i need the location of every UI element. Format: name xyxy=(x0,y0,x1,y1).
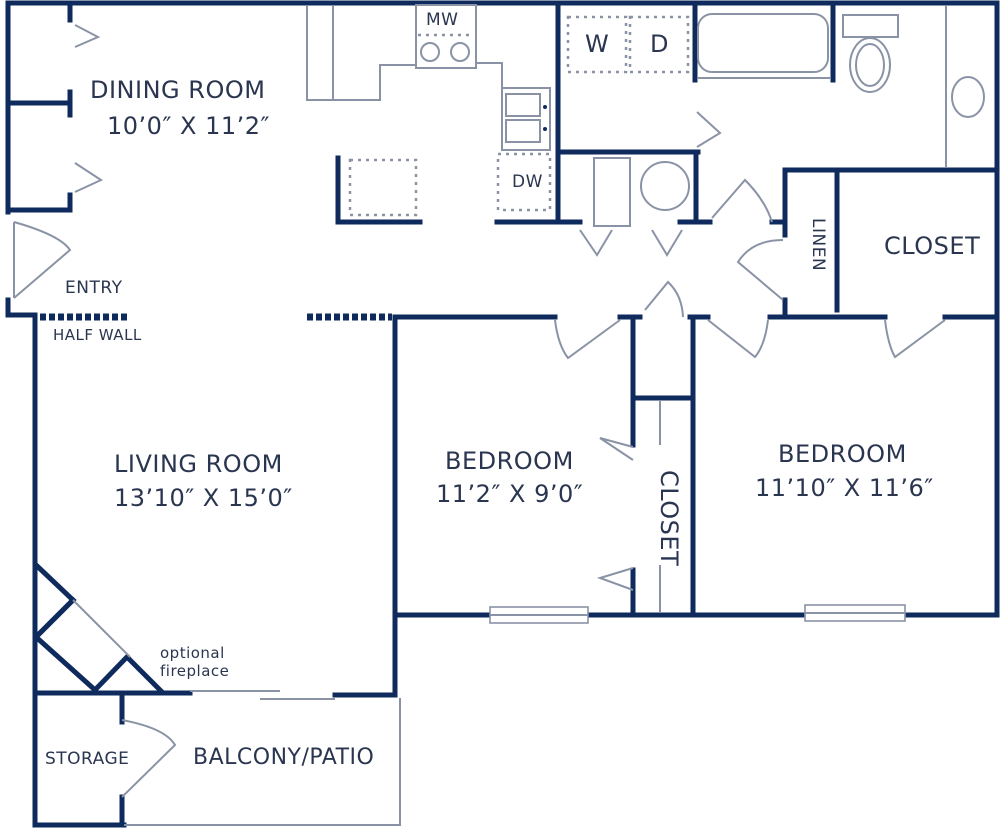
washer-label: W xyxy=(585,30,610,58)
fireplace-label-line2: fireplace xyxy=(160,662,230,680)
dishwasher-label: DW xyxy=(512,172,543,192)
half-wall-label: HALF WALL xyxy=(53,326,142,344)
kitchen-fixtures xyxy=(306,4,552,217)
windows xyxy=(124,604,906,826)
dryer-label: D xyxy=(650,30,669,58)
bedroom2-label: BEDROOM xyxy=(778,440,907,468)
linen-label: LINEN xyxy=(808,218,828,272)
living-room-label: LIVING ROOM xyxy=(114,450,283,478)
bedroom1-dimensions: 11’2″ X 9’0″ xyxy=(436,480,584,508)
microwave-label: MW xyxy=(426,10,459,30)
closet-bedroom1-label: CLOSET xyxy=(655,470,683,567)
living-room-dimensions: 13’10″ X 15’0″ xyxy=(114,484,293,512)
bedroom2-dimensions: 11’10″ X 11’6″ xyxy=(755,474,934,502)
doors xyxy=(13,24,946,798)
balcony-patio-label: BALCONY/PATIO xyxy=(193,745,375,770)
closet-master-label: CLOSET xyxy=(884,232,981,260)
storage-label: STORAGE xyxy=(45,749,130,769)
dining-room-dimensions: 10’0″ X 11’2″ xyxy=(107,112,271,140)
entry-label: ENTRY xyxy=(65,278,123,298)
laundry-bath-fixtures xyxy=(566,5,985,227)
bedroom1-label: BEDROOM xyxy=(445,447,574,475)
dining-room-label: DINING ROOM xyxy=(90,76,266,104)
fireplace-label-line1: optional xyxy=(160,644,225,662)
